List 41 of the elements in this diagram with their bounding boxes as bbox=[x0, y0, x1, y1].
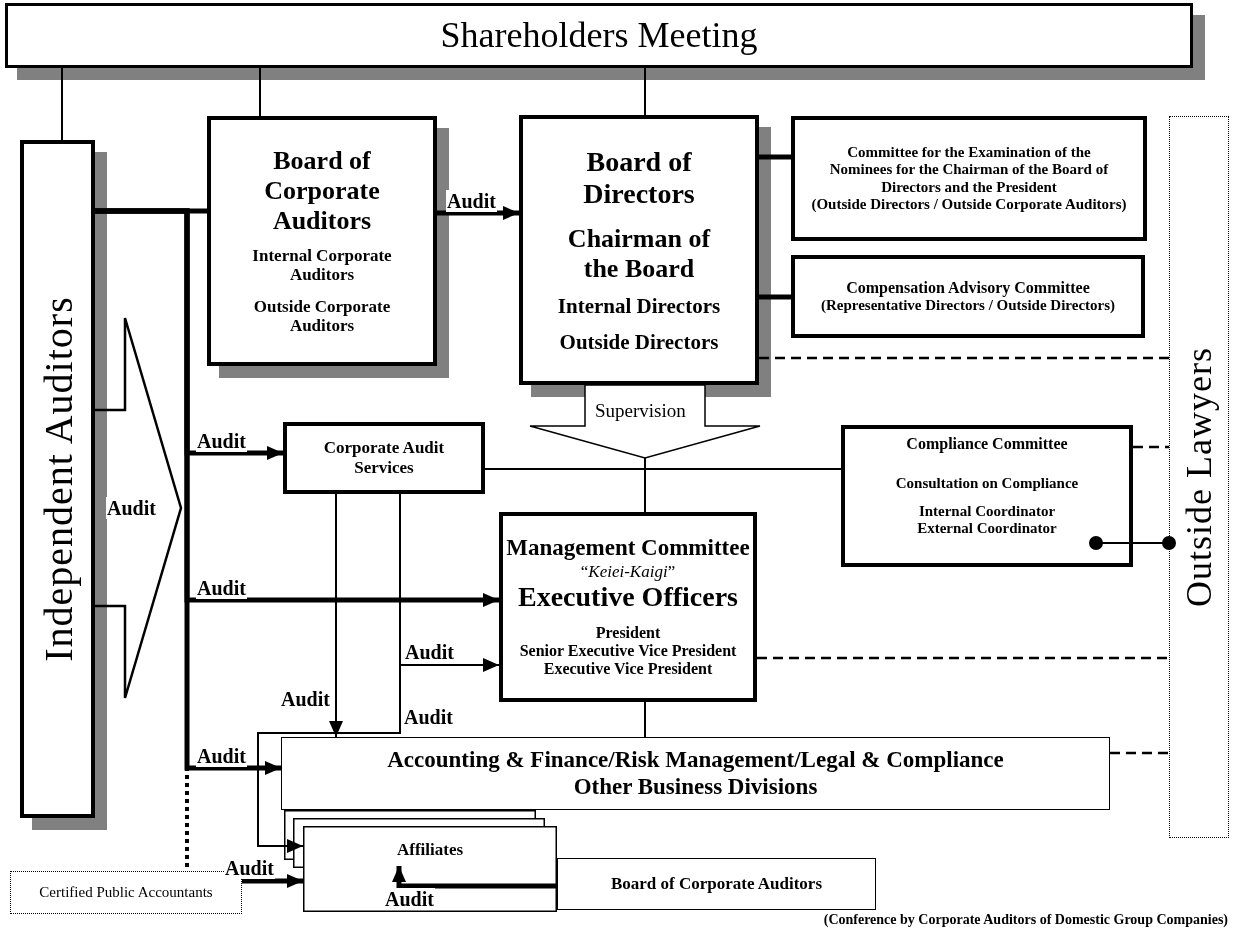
committee-box bbox=[791, 116, 1147, 241]
node-text: (Representative Directors / Outside Directors) bbox=[820, 297, 1116, 315]
node-title: Affiliates bbox=[395, 840, 465, 860]
connector-line bbox=[644, 457, 646, 513]
edge-label: Audit bbox=[196, 430, 247, 452]
committee-box bbox=[499, 512, 757, 702]
edge-label: Audit bbox=[224, 857, 275, 879]
board-box bbox=[557, 858, 876, 910]
arrow bbox=[329, 493, 343, 738]
connector-line bbox=[759, 154, 791, 160]
connector-line bbox=[259, 67, 261, 117]
arrow bbox=[392, 866, 557, 889]
division-box bbox=[281, 737, 1110, 810]
arrow bbox=[95, 208, 281, 775]
connector-line bbox=[644, 701, 646, 738]
dashed-line bbox=[757, 656, 1169, 660]
arrow bbox=[242, 874, 303, 888]
edge-label: Supervision bbox=[594, 401, 687, 422]
affiliates-stack bbox=[284, 810, 558, 912]
committee-box bbox=[841, 425, 1133, 567]
arrow bbox=[399, 493, 500, 672]
committee-box bbox=[791, 255, 1145, 338]
lawyers-box bbox=[1169, 116, 1229, 838]
node-text: Consultation on Compliance bbox=[895, 475, 1079, 493]
edge-label: Audit bbox=[196, 745, 247, 767]
edge-label: Audit bbox=[196, 577, 247, 599]
connector-line bbox=[484, 468, 842, 470]
dashed-line bbox=[759, 356, 1169, 360]
footnote: (Conference by Corporate Auditors of Domestic Group Companies) bbox=[823, 912, 1228, 928]
dashed-line bbox=[1110, 751, 1169, 755]
dashed-line bbox=[1133, 445, 1169, 449]
arrow bbox=[437, 206, 519, 220]
connector-line bbox=[759, 294, 791, 300]
connector-line bbox=[644, 67, 646, 116]
edge-label: Audit bbox=[446, 190, 497, 212]
node-title: Compliance Committee bbox=[906, 435, 1068, 454]
node-title: Board of Corporate Auditors bbox=[610, 874, 823, 894]
node-title: Compensation Advisory Committee bbox=[846, 278, 1090, 298]
dot-connector bbox=[1089, 536, 1176, 550]
connector-line bbox=[61, 67, 63, 141]
department-box bbox=[283, 422, 485, 494]
